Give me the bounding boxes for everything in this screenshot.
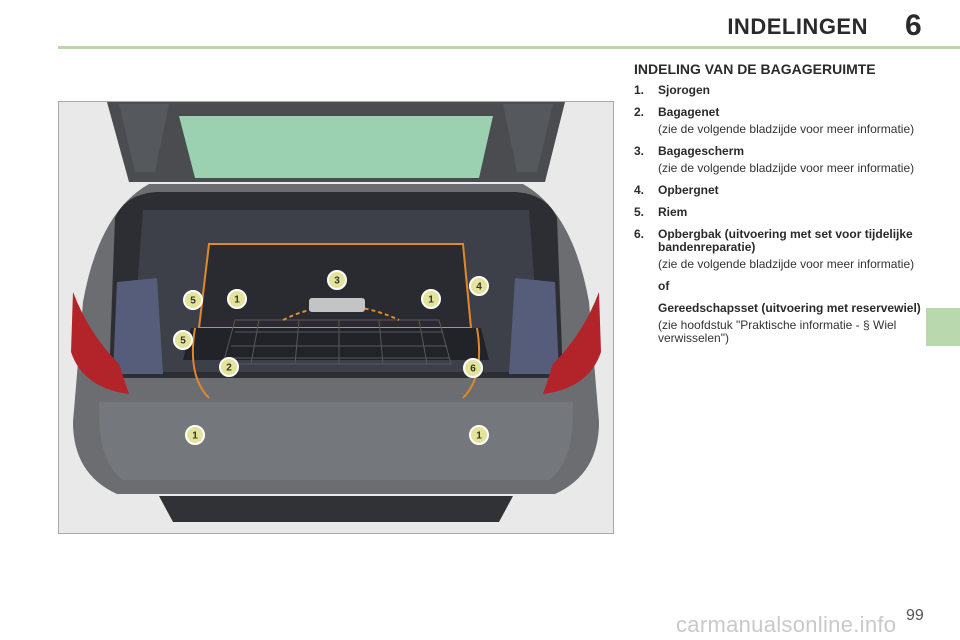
item-label: Sjorogen (658, 83, 711, 97)
list-item: 4. Opbergnet (634, 184, 924, 197)
list-item: 2. Bagagenet (zie de volgende bladzijde … (634, 106, 924, 136)
item-number: 5. (634, 205, 645, 219)
callout-3: 3 (327, 270, 347, 290)
svg-text:2: 2 (226, 363, 232, 374)
callout-5-upper: 5 (183, 290, 203, 310)
callout-1-left-floor: 1 (185, 425, 205, 445)
callout-4: 4 (469, 276, 489, 296)
item-note: (zie de volgende bladzijde voor meer inf… (658, 257, 915, 271)
item-note: (zie de volgende bladzijde voor meer inf… (658, 122, 915, 136)
svg-text:5: 5 (180, 336, 186, 347)
item-number: 6. (634, 227, 645, 241)
callout-6: 6 (463, 358, 483, 378)
item-alt-note: (zie hoofdstuk "Praktische informatie - … (658, 318, 897, 345)
section-title: INDELING VAN DE BAGAGERUIMTE (634, 61, 876, 77)
trunk-layout-section: INDELING VAN DE BAGAGERUIMTE 1. Sjorogen… (634, 62, 924, 354)
svg-text:6: 6 (470, 364, 476, 375)
item-number: 4. (634, 183, 645, 197)
item-label: Opbergbak (uitvoering met set voor tijde… (658, 227, 913, 254)
list-item: 6. Opbergbak (uitvoering met set voor ti… (634, 228, 924, 345)
trunk-illustration: 1 1 1 1 2 3 4 5 5 6 (58, 101, 614, 534)
item-label: Bagagescherm (658, 144, 745, 158)
callout-5-lower: 5 (173, 330, 193, 350)
item-number: 3. (634, 144, 645, 158)
svg-text:1: 1 (428, 295, 434, 306)
svg-text:1: 1 (234, 295, 240, 306)
watermark: carmanualsonline.info (676, 612, 897, 637)
chapter-tab[interactable] (926, 308, 960, 346)
item-alt-label: Gereedschapsset (uitvoering met reservew… (658, 301, 921, 315)
chapter-title: INDELINGEN (727, 14, 868, 39)
callout-1-left-shelf: 1 (227, 289, 247, 309)
svg-text:1: 1 (192, 431, 198, 442)
list-item: 5. Riem (634, 206, 924, 219)
item-number: 1. (634, 83, 645, 97)
header-rule (58, 46, 960, 49)
item-number: 2. (634, 105, 645, 119)
item-label: Riem (658, 205, 688, 219)
item-label: Opbergnet (658, 183, 719, 197)
chapter-number: 6 (905, 9, 922, 42)
svg-text:3: 3 (334, 276, 340, 287)
item-or: of (658, 279, 670, 293)
page-number: 99 (906, 607, 924, 624)
item-label: Bagagenet (658, 105, 720, 119)
list-item: 1. Sjorogen (634, 84, 924, 97)
svg-text:5: 5 (190, 296, 196, 307)
svg-text:4: 4 (476, 282, 482, 293)
svg-text:1: 1 (476, 431, 482, 442)
callout-1-right-shelf: 1 (421, 289, 441, 309)
callout-1-right-floor: 1 (469, 425, 489, 445)
item-list: 1. Sjorogen 2. Bagagenet (zie de volgend… (634, 84, 924, 345)
list-item: 3. Bagagescherm (zie de volgende bladzij… (634, 145, 924, 175)
item-note: (zie de volgende bladzijde voor meer inf… (658, 161, 915, 175)
callout-2: 2 (219, 357, 239, 377)
